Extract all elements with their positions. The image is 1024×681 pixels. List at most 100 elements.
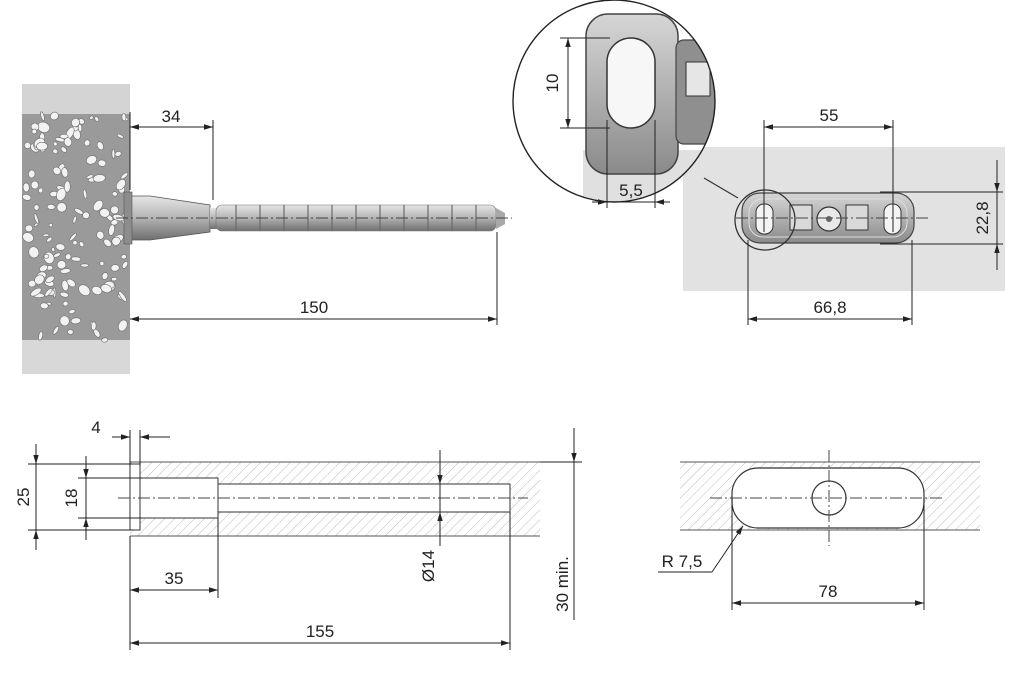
- wall-pore: [111, 276, 118, 282]
- dim-plate-width: 66,8: [813, 298, 846, 317]
- wall-pore: [110, 264, 120, 272]
- wall-pore: [80, 263, 89, 268]
- wall-pore: [59, 268, 71, 274]
- dim-standoff: 34: [162, 107, 181, 126]
- detail-leader: [703, 177, 739, 199]
- wall-pore: [118, 291, 127, 302]
- wall-pore: [85, 155, 98, 165]
- slot-view: [680, 461, 980, 531]
- wall-pore: [55, 243, 66, 251]
- wall-pore: [59, 291, 69, 298]
- wall-pore: [111, 148, 116, 159]
- wall-pore: [59, 133, 69, 139]
- dim-collar-diameter: 25: [14, 488, 33, 507]
- wall-pore: [78, 284, 91, 296]
- wall-pore: [28, 246, 40, 259]
- wall-pore: [110, 205, 119, 215]
- wall-pore: [121, 113, 127, 122]
- wall-pore: [96, 141, 104, 151]
- wall-pore: [22, 193, 32, 201]
- wall-pore: [48, 223, 53, 228]
- bore-section: [129, 461, 540, 537]
- wall-pore: [52, 166, 62, 175]
- dimension-25: 25: [14, 444, 132, 550]
- wall-pore: [89, 115, 94, 120]
- wall-pore: [63, 180, 71, 193]
- wall-pore: [120, 172, 129, 180]
- dim-depth-step: 35: [165, 569, 184, 588]
- wall-pore: [96, 230, 105, 240]
- dimension-35: 35: [129, 518, 219, 650]
- dimension-22-8: 22,8: [880, 160, 1003, 270]
- dim-length-150: 150: [300, 298, 328, 317]
- wall-pore: [111, 236, 121, 246]
- wall-section: [22, 84, 130, 374]
- wall-pore: [62, 300, 69, 307]
- wall-pore: [56, 202, 67, 213]
- dimension-155: 155: [130, 512, 511, 650]
- dim-min-thickness: 30 min.: [553, 556, 572, 612]
- wall-pore: [100, 284, 112, 293]
- wall-pore: [99, 208, 110, 218]
- wall-pore: [67, 329, 74, 335]
- wall-pore: [78, 241, 85, 248]
- wall-pore: [120, 254, 127, 260]
- wall-pore: [111, 191, 118, 197]
- wall-pore: [117, 319, 128, 332]
- wall-pore: [91, 285, 103, 296]
- wall-pore: [53, 141, 58, 147]
- wall-pore: [33, 204, 40, 211]
- wall-pore: [74, 208, 84, 215]
- wall-pore: [77, 123, 83, 132]
- wall-pore: [90, 321, 97, 331]
- wall-pore: [22, 232, 34, 243]
- dimension-34: 34: [129, 107, 214, 200]
- wall-pore: [31, 128, 37, 135]
- wall-pore: [71, 118, 80, 128]
- wall-pore: [92, 174, 106, 183]
- wall-pore: [50, 111, 59, 121]
- wall-pore: [68, 309, 76, 315]
- dim-sleeve-diameter: 18: [62, 489, 81, 508]
- dimension-4: 4: [91, 418, 170, 466]
- wall-pore: [40, 302, 49, 310]
- wall-pore: [33, 213, 39, 224]
- wall-pore: [101, 272, 109, 280]
- wall-pore: [28, 169, 36, 179]
- dim-slot-radius: R 7,5: [662, 552, 703, 571]
- wall-pore: [99, 261, 105, 266]
- wall-pore: [56, 260, 67, 270]
- wall-pore: [70, 317, 82, 325]
- wall-pore: [121, 261, 129, 269]
- dimension-14: Ø14: [419, 450, 443, 582]
- wall-pore: [59, 315, 70, 327]
- wall-pore: [60, 146, 67, 153]
- dim-slot-height: 10: [543, 74, 562, 93]
- dim-slot-length: 78: [819, 582, 838, 601]
- wall-pore: [51, 247, 55, 252]
- wall-pore: [52, 326, 60, 335]
- dimension-150: 150: [130, 232, 498, 325]
- wall-pore: [30, 287, 42, 297]
- wall-pore: [110, 219, 119, 226]
- dim-slot-spacing: 55: [820, 106, 839, 125]
- wall-pore: [101, 337, 109, 343]
- wall-pore: [53, 252, 61, 258]
- wall-pore: [69, 232, 77, 242]
- wall-pore: [39, 264, 48, 272]
- wall-pore: [63, 137, 73, 147]
- wall-pore: [86, 174, 94, 179]
- detail-marker-circle: [734, 189, 796, 251]
- wall-pore: [61, 279, 69, 292]
- wall-pore: [72, 215, 77, 224]
- wall-pore: [61, 167, 69, 178]
- dimension-r-7-5: R 7,5: [658, 525, 744, 573]
- wall-pore: [82, 211, 90, 219]
- dimension-66-8: 66,8: [747, 240, 913, 325]
- wall-pore: [42, 233, 50, 237]
- wall-pore: [116, 133, 124, 139]
- wall-pore: [40, 111, 45, 121]
- wall-pore: [24, 224, 33, 233]
- dim-bore-diameter: Ø14: [419, 550, 438, 582]
